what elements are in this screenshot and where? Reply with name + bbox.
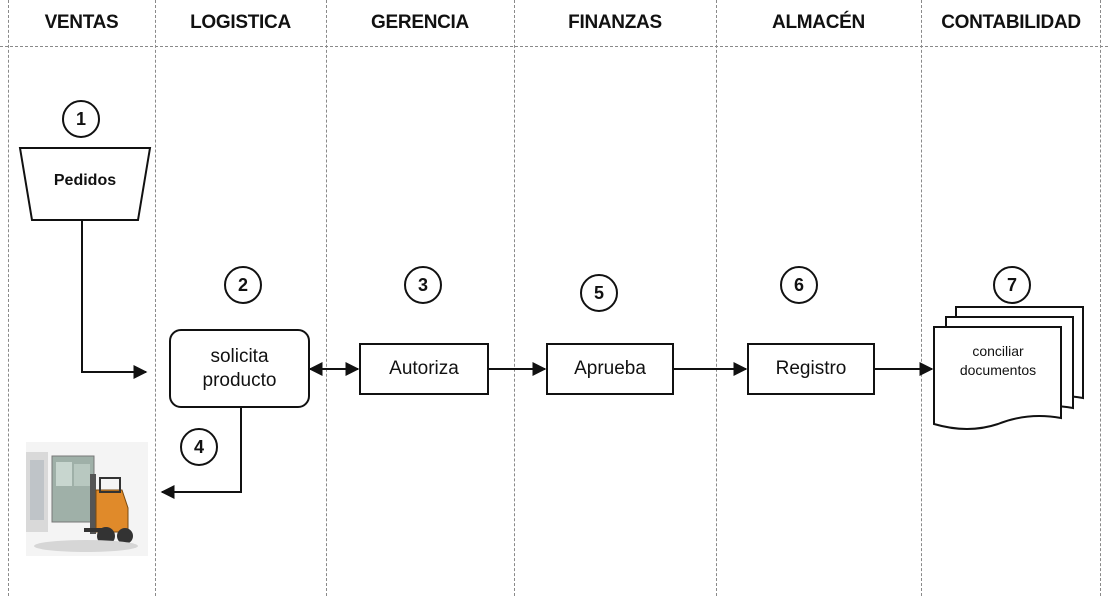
step-7-badge: 7 <box>993 266 1031 304</box>
lane-header-logistica: LOGISTICA <box>190 12 291 33</box>
step-5-badge: 5 <box>580 274 618 312</box>
conciliar-documentos-label: conciliar documentos <box>936 342 1060 380</box>
step-4-badge: 4 <box>180 428 218 466</box>
lane-divider-3 <box>514 0 515 596</box>
step-1-badge: 1 <box>62 100 100 138</box>
registro-box: Registro <box>747 343 875 395</box>
solicita-label-line1: solicita <box>210 345 269 367</box>
solicita-producto-box: solicita producto <box>169 329 310 408</box>
lane-divider-5 <box>921 0 922 596</box>
forklift-photo <box>26 442 148 556</box>
pedidos-shape <box>18 147 152 221</box>
step-6-badge: 6 <box>780 266 818 304</box>
lane-divider-4 <box>716 0 717 596</box>
lane-header-ventas: VENTAS <box>44 12 119 33</box>
solicita-label-line2: producto <box>202 369 277 391</box>
lane-divider-1 <box>155 0 156 596</box>
lane-border-left <box>8 0 9 596</box>
step-2-badge: 2 <box>224 266 262 304</box>
aprueba-box: Aprueba <box>546 343 674 395</box>
documents-stack-icon <box>933 306 1084 430</box>
lane-divider-2 <box>326 0 327 596</box>
header-divider <box>0 46 1108 47</box>
conciliar-label-line1: conciliar <box>972 343 1024 359</box>
lane-border-right <box>1100 0 1101 596</box>
lane-header-gerencia: GERENCIA <box>371 12 469 33</box>
arrow-solicita-to-almacen <box>160 407 242 499</box>
lane-header-almacen: ALMACÉN <box>772 12 865 33</box>
lane-header-contabilidad: CONTABILIDAD <box>941 12 1081 33</box>
step-3-badge: 3 <box>404 266 442 304</box>
arrow-pedidos-to-solicita <box>81 220 148 379</box>
lane-header-finanzas: FINANZAS <box>568 12 662 33</box>
pedidos-label: Pedidos <box>53 172 117 189</box>
conciliar-label-line2: documentos <box>959 361 1037 378</box>
autoriza-box: Autoriza <box>359 343 489 395</box>
